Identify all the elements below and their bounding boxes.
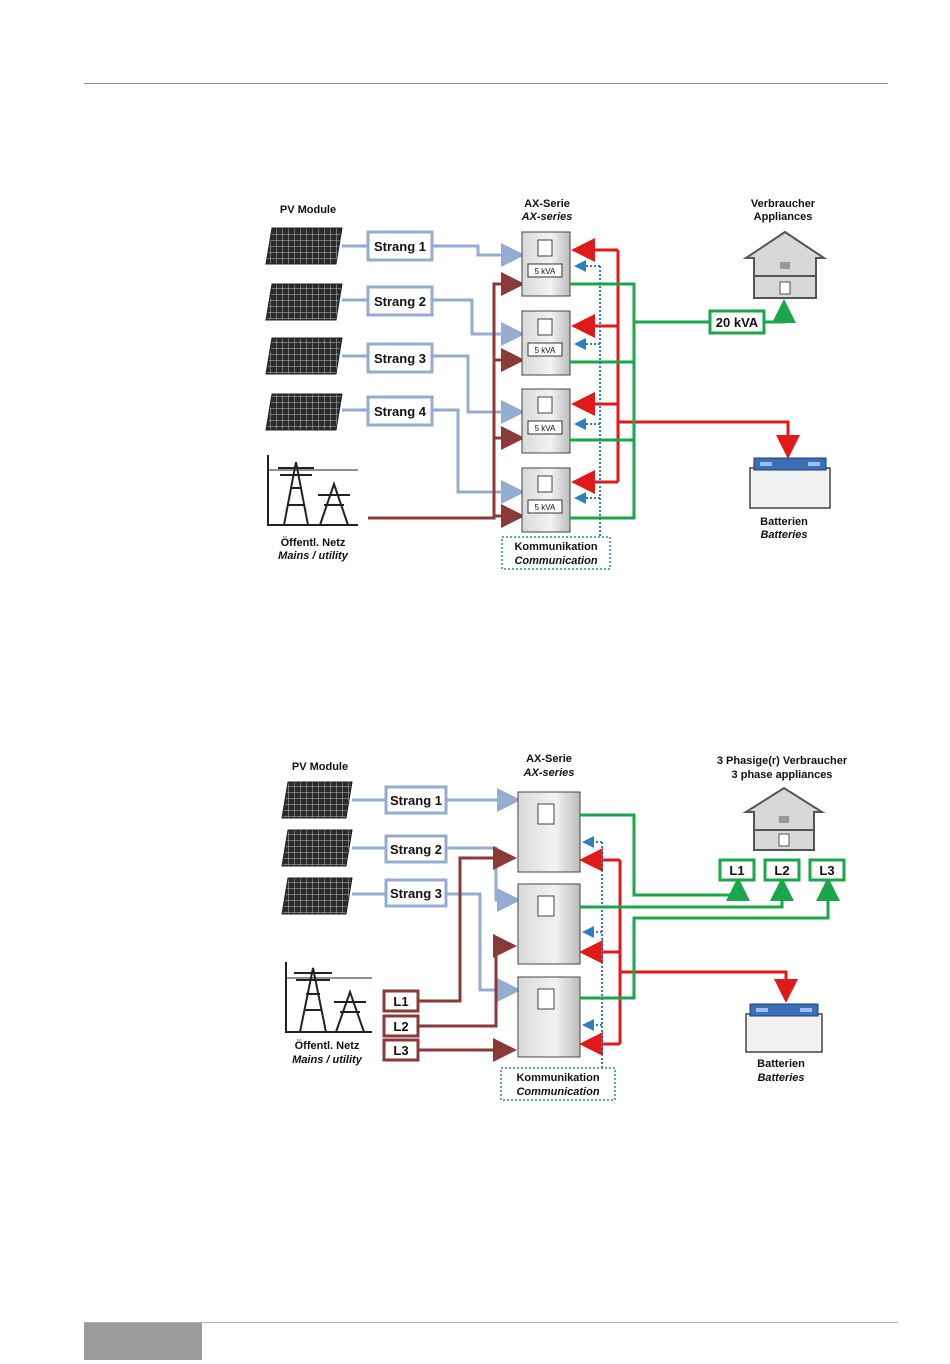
inverter-1	[517, 791, 581, 873]
string-box-3: Strang 3	[366, 342, 434, 374]
string-box-2: Strang 2	[384, 834, 448, 864]
output-phase-box-l2: L2	[763, 858, 801, 882]
string-label: Strang 3	[390, 886, 442, 901]
grid-phase-box-l3: L3	[382, 1038, 420, 1062]
inverter-2	[517, 883, 581, 965]
string-box-1: Strang 1	[384, 785, 448, 815]
grid-subtitle: Mains / utility	[278, 550, 349, 562]
inverter-rating: 5 kVA	[535, 503, 556, 512]
grid-subtitle: Mains / utility	[292, 1054, 363, 1066]
pv-module-icon	[281, 781, 353, 915]
phase-label: L2	[774, 863, 789, 878]
communication-box: Kommunikation Communication	[500, 1067, 616, 1101]
battery-icon	[745, 1003, 823, 1053]
grid-title: Öffentl. Netz	[295, 1039, 360, 1052]
comm-subtitle: Communication	[514, 555, 597, 567]
comm-title: Kommunikation	[514, 541, 597, 553]
appliances-subtitle: 3 phase appliances	[732, 769, 833, 781]
inverter-title: AX-Serie	[524, 198, 570, 210]
output-label: 20 kVA	[716, 315, 759, 330]
string-label: Strang 2	[390, 842, 442, 857]
phase-label: L3	[393, 1043, 408, 1058]
power-pylon-icon	[285, 962, 372, 1033]
string-box-1: Strang 1	[366, 230, 434, 262]
inverter-3	[517, 976, 581, 1058]
communication-box: Kommunikation Communication	[501, 536, 611, 570]
inverter-rating: 5 kVA	[535, 267, 556, 276]
battery-subtitle: Batteries	[757, 1072, 804, 1084]
appliances-subtitle: Appliances	[754, 211, 813, 223]
string-label: Strang 1	[390, 793, 442, 808]
grid-phase-box-l2: L2	[382, 1014, 420, 1038]
phase-label: L2	[393, 1019, 408, 1034]
string-label: Strang 4	[374, 404, 427, 419]
battery-title: Batterien	[760, 516, 808, 528]
pv-label: PV Module	[280, 204, 336, 216]
output-box: 20 kVA	[708, 309, 766, 335]
string-box-2: Strang 2	[366, 285, 434, 317]
inverter-rating: 5 kVA	[535, 424, 556, 433]
output-phase-box-l1: L1	[718, 858, 756, 882]
appliances-title: 3 Phasige(r) Verbraucher	[717, 755, 848, 767]
phase-label: L3	[819, 863, 834, 878]
diagram-1: PV Module AX-Serie AX-series Verbraucher…	[265, 198, 831, 570]
inverter-subtitle: AX-series	[521, 211, 573, 223]
pv-module-icon	[265, 227, 343, 431]
string-label: Strang 2	[374, 294, 426, 309]
inverter-2: 5 kVA	[521, 310, 571, 376]
footer-rule	[84, 1322, 898, 1323]
string-label: Strang 1	[374, 239, 426, 254]
inverter-1: 5 kVA	[521, 231, 571, 297]
phase-label: L1	[393, 994, 408, 1009]
comm-subtitle: Communication	[516, 1086, 599, 1098]
inverter-rating: 5 kVA	[535, 346, 556, 355]
power-pylon-icon	[267, 455, 358, 526]
diagram-2: PV Module AX-Serie AX-series 3 Phasige(r…	[281, 753, 848, 1101]
house-icon	[742, 786, 826, 851]
battery-subtitle: Batteries	[760, 529, 807, 541]
inverter-4: 5 kVA	[521, 467, 571, 533]
battery-icon	[749, 457, 831, 509]
inverter-3: 5 kVA	[521, 388, 571, 454]
string-box-4: Strang 4	[366, 395, 434, 427]
comm-title: Kommunikation	[516, 1072, 599, 1084]
house-icon	[742, 230, 828, 299]
pv-label: PV Module	[292, 761, 348, 773]
inverter-title: AX-Serie	[526, 753, 572, 765]
string-box-3: Strang 3	[384, 878, 448, 908]
appliances-title: Verbraucher	[751, 198, 816, 210]
grid-title: Öffentl. Netz	[281, 536, 346, 549]
inverter-subtitle: AX-series	[523, 767, 575, 779]
phase-label: L1	[729, 863, 744, 878]
battery-title: Batterien	[757, 1058, 805, 1070]
output-phase-box-l3: L3	[808, 858, 846, 882]
footer-tab	[84, 1323, 202, 1360]
string-label: Strang 3	[374, 351, 426, 366]
header-rule	[84, 83, 888, 84]
grid-phase-box-l1: L1	[382, 989, 420, 1013]
